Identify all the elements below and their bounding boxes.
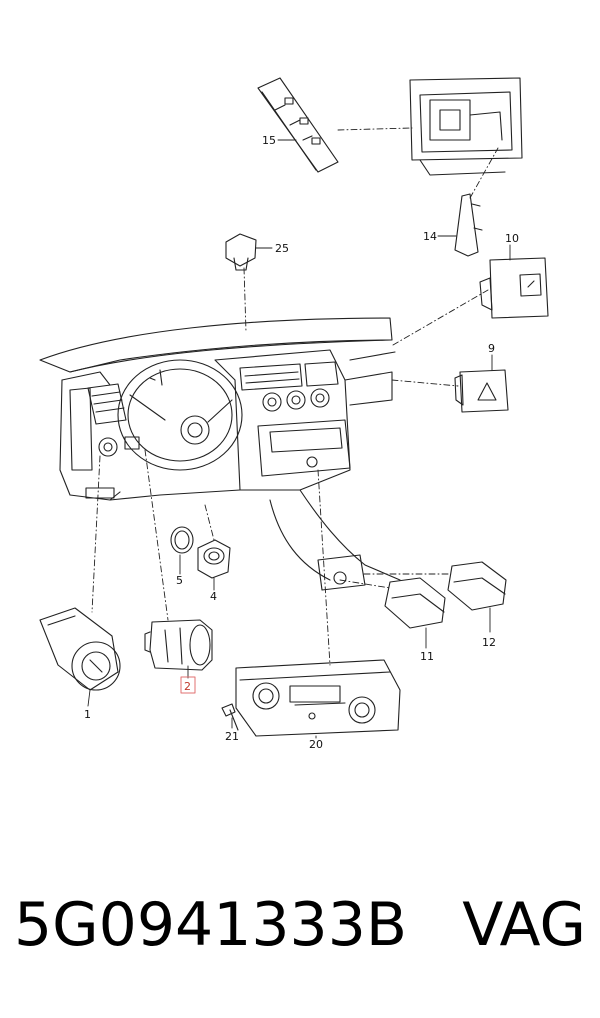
callout-1: 1 (84, 708, 91, 721)
dashboard-center-console (239, 361, 366, 591)
callout-20: 20 (309, 738, 323, 751)
part-2-switch-module (144, 619, 213, 671)
dashboard-left-vent (85, 383, 140, 499)
callout-9: 9 (488, 342, 495, 355)
part-4-ignition-switch (197, 539, 231, 579)
callout-ticks (87, 139, 511, 739)
callout-25: 25 (275, 242, 289, 255)
part-25-sensor (225, 233, 257, 271)
part-12-switch (447, 561, 507, 611)
callout-10: 10 (505, 232, 519, 245)
callout-15: 15 (262, 134, 276, 147)
part-11-switch (384, 577, 446, 629)
callout-12: 12 (482, 636, 496, 649)
callout-2-highlight-box (180, 676, 196, 694)
part-9-hazard-switch (454, 369, 509, 413)
part-1-light-switch (39, 607, 121, 691)
part-10-switch (479, 257, 549, 319)
brand-name: VAG (462, 890, 586, 960)
part-14-cover (454, 193, 483, 257)
callout-labels: 15 14 10 25 9 5 4 1 2 21 20 11 12 (84, 134, 519, 751)
dashboard-outline (39, 317, 401, 581)
steering-wheel (117, 359, 243, 471)
callout-21: 21 (225, 730, 239, 743)
part-5-ring (170, 526, 194, 554)
headliner-module (409, 77, 523, 176)
callout-4: 4 (210, 590, 217, 603)
part-number: 5G0941333B (14, 890, 408, 960)
callout-11: 11 (420, 650, 434, 663)
part-21-screw (221, 703, 239, 731)
callout-14: 14 (423, 230, 437, 243)
part-15-switch-strip (257, 77, 339, 173)
callout-5: 5 (176, 574, 183, 587)
parts-exploded-diagram: 15 14 10 25 9 5 4 1 2 21 20 11 12 (39, 77, 549, 751)
callout-2: 2 (184, 680, 191, 693)
part-20-climate-control (235, 659, 401, 737)
leader-lines (91, 127, 499, 666)
